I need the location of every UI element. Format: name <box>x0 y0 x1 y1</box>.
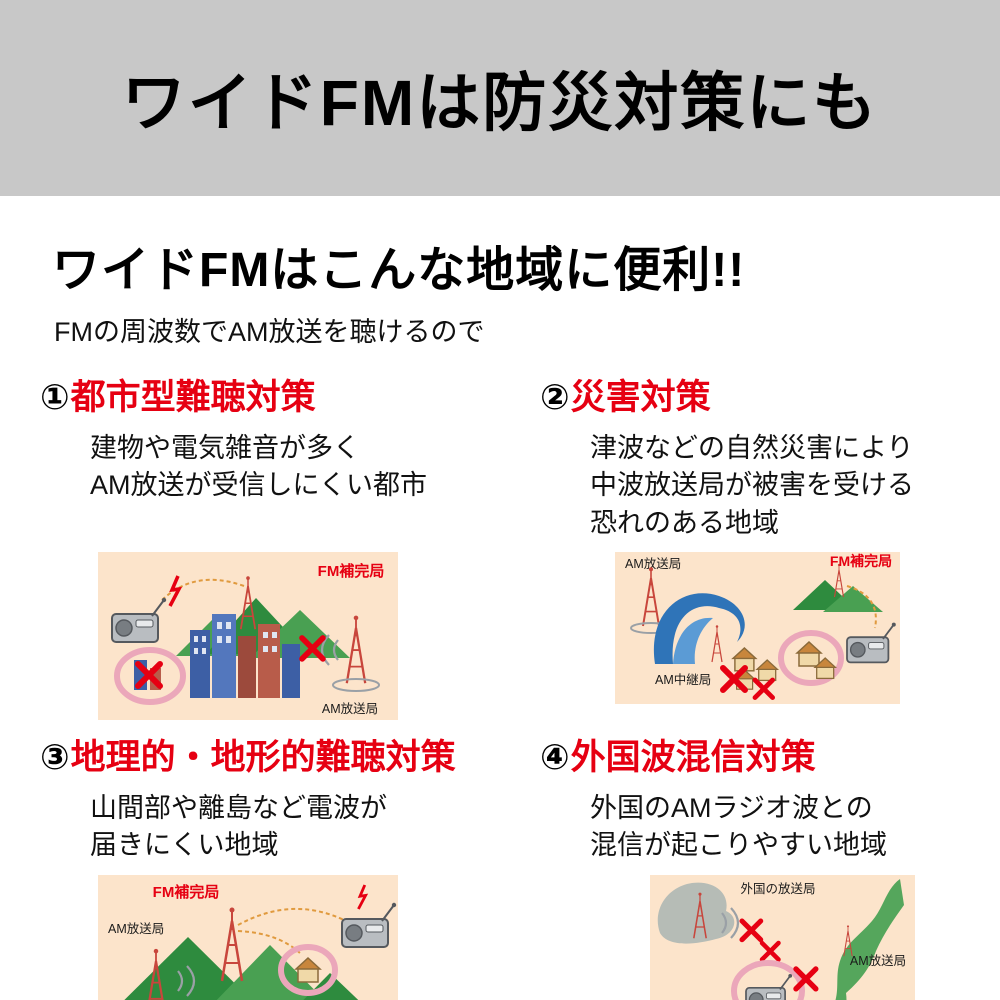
signal-path-dotted <box>237 907 347 926</box>
highlight-circle <box>278 943 338 996</box>
section-title-urban: ① 都市型難聴対策 <box>40 369 540 420</box>
fm-station-label: FM補完局 <box>153 883 220 901</box>
signal-path-dotted <box>846 585 877 629</box>
banner: ワイドFMは防災対策にも <box>0 0 1000 196</box>
signal-path-dotted <box>159 578 245 603</box>
illustration-disaster: AM放送局 AM中継局 <box>615 552 960 709</box>
section-title-terrain: ③ 地理的・地形的難聴対策 <box>40 729 540 780</box>
am-relay-label: AM中継局 <box>655 672 711 687</box>
fm-station-label: FM補完局 <box>830 553 892 569</box>
tsunami-wave <box>653 593 745 664</box>
section-urban: ① 都市型難聴対策 建物や電気雑音が多く AM放送が受信しにくい都市 <box>40 365 540 725</box>
highlight-circle <box>731 959 805 1000</box>
city-buildings <box>190 614 300 698</box>
section-number: ③ <box>40 738 70 777</box>
foreign-station-label: 外国の放送局 <box>740 881 815 896</box>
am-station-label: AM放送局 <box>322 701 378 716</box>
sections-grid: ① 都市型難聴対策 建物や電気雑音が多く AM放送が受信しにくい都市 <box>40 365 960 1000</box>
section-title-text: 都市型難聴対策 <box>70 378 316 417</box>
section-disaster: ② 災害対策 津波などの自然災害により 中波放送局が被害を受ける 恐れのある地域… <box>540 365 960 725</box>
foreign-land-shape <box>657 882 735 944</box>
banner-title: ワイドFMは防災対策にも <box>121 67 879 139</box>
page-heading: ワイドFMはこんな地域に便利!! <box>52 244 746 297</box>
section-title-foreign: ④ 外国波混信対策 <box>540 729 960 780</box>
japan-map-shape <box>835 878 904 1000</box>
am-station-label: AM放送局 <box>108 921 164 936</box>
section-title-text: 地理的・地形的難聴対策 <box>70 738 456 777</box>
section-number: ② <box>540 378 570 417</box>
section-number: ④ <box>540 738 570 777</box>
section-description: 建物や電気雑音が多く AM放送が受信しにくい都市 <box>90 433 427 501</box>
illustration-urban: FM補完局 AM放送局 <box>98 552 540 725</box>
illustration-foreign: 外国の放送局 AM放送局 FM補 <box>650 874 960 1000</box>
highlight-circle <box>778 630 844 686</box>
section-number: ① <box>40 378 70 417</box>
mountain-shape <box>793 580 883 612</box>
illustration-terrain: FM補完局 AM放送局 <box>98 874 540 1000</box>
content-area: ワイドFMはこんな地域に便利!! FMの周波数でAM放送を聴けるので ① 都市型… <box>0 196 1000 1000</box>
section-title-disaster: ② 災害対策 <box>540 369 960 420</box>
section-description: 津波などの自然災害により 中波放送局が被害を受ける 恐れのある地域 <box>590 433 914 538</box>
fm-station-label: FM補完局 <box>318 562 385 580</box>
am-station-label: AM放送局 <box>625 556 681 571</box>
am-station-label: AM放送局 <box>850 953 906 968</box>
section-description: 山間部や離島など電波が 届きにくい地域 <box>90 793 387 861</box>
am-tower-icon <box>332 614 380 692</box>
page-subtitle: FMの周波数でAM放送を聴けるので <box>54 317 485 347</box>
section-title-text: 外国波混信対策 <box>570 738 816 777</box>
section-terrain: ③ 地理的・地形的難聴対策 山間部や離島など電波が 届きにくい地域 FM補完局 … <box>40 725 540 1000</box>
highlight-circle <box>114 647 186 705</box>
section-title-text: 災害対策 <box>570 378 711 417</box>
section-description: 外国のAMラジオ波との 混信が起こりやすい地域 <box>590 793 887 861</box>
section-foreign: ④ 外国波混信対策 外国のAMラジオ波との 混信が起こりやすい地域 外国の放送局 <box>540 725 960 1000</box>
